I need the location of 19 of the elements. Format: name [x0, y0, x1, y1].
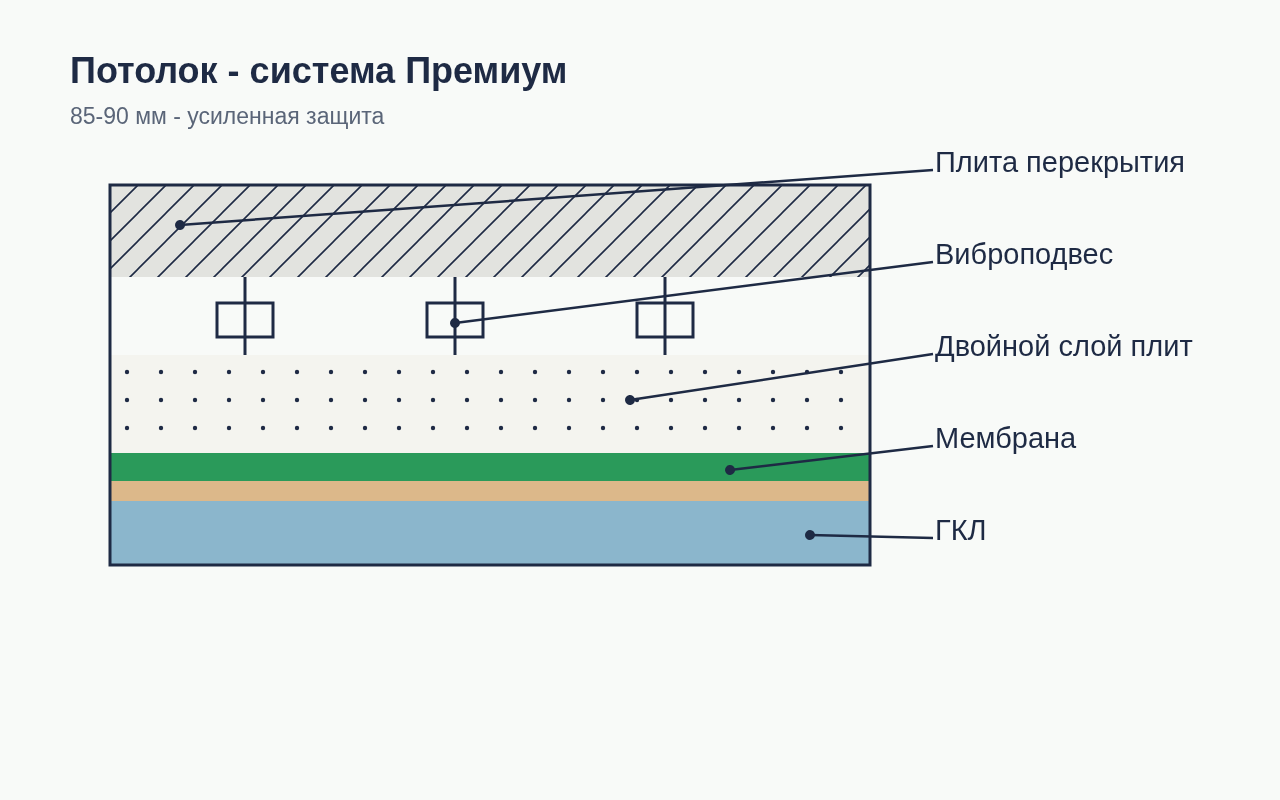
diagram-title: Потолок - система Премиум — [70, 50, 568, 91]
leader-line — [725, 444, 934, 475]
part-label: Виброподвес — [935, 238, 1114, 271]
subtitle: 85-90 мм - усиленная защита — [70, 103, 385, 129]
leader-line — [625, 352, 934, 405]
intermediate-layer — [110, 481, 870, 501]
leader-line — [805, 530, 934, 540]
membrane-layer — [110, 453, 870, 481]
hanger-symbol — [635, 277, 695, 355]
part-label: Плита перекрытия — [935, 146, 1186, 179]
part-label: Двойной слой плит — [935, 330, 1193, 363]
leader-line — [450, 260, 934, 328]
hanger-symbol — [425, 277, 485, 355]
leader-line — [175, 168, 934, 230]
hanger-symbol — [215, 277, 275, 355]
part-label: Мембрана — [935, 422, 1077, 455]
part-label: ГКЛ — [935, 514, 987, 547]
concrete-slab — [110, 185, 870, 277]
drywall-layer — [110, 501, 870, 565]
